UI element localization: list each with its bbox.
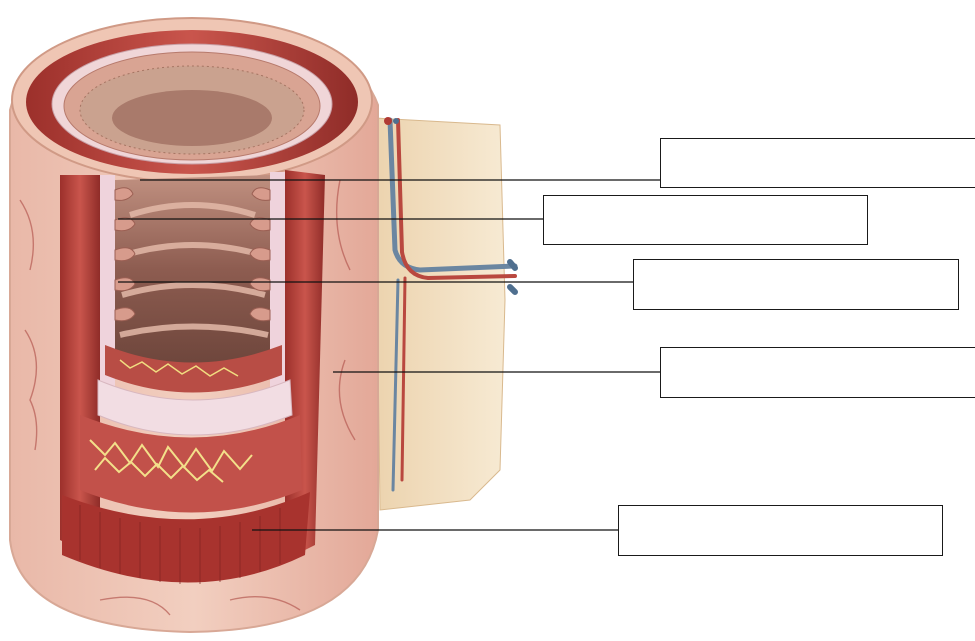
label-box-2[interactable]: [543, 195, 868, 245]
label-box-3[interactable]: [633, 259, 959, 310]
label-box-1[interactable]: [660, 138, 975, 188]
label-box-4[interactable]: [660, 347, 975, 398]
lumen-opening: [112, 90, 272, 146]
label-box-5[interactable]: [618, 505, 943, 556]
